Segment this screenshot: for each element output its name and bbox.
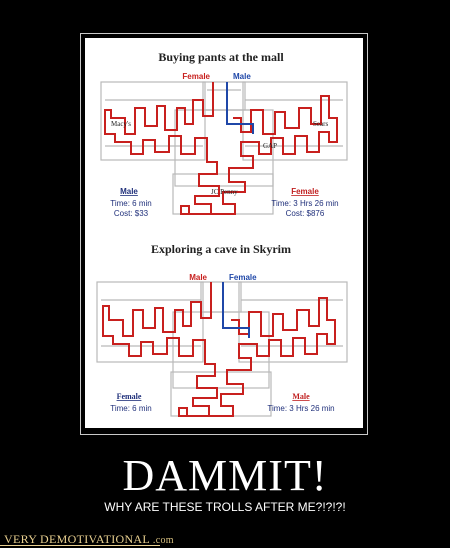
top-right-legend-title: Female	[291, 187, 319, 196]
bottom-label-female: Female	[229, 273, 257, 282]
top-male-path	[226, 82, 254, 134]
bottom-right-legend-title: Male	[292, 392, 310, 401]
bottom-right-legend-time: Time: 3 Hrs 26 min	[267, 404, 334, 413]
bottom-male-path	[102, 282, 336, 417]
top-left-legend-title: Male	[120, 187, 138, 196]
top-store-macys: Macy's	[111, 120, 131, 128]
top-female-path	[104, 82, 338, 215]
brand-logo[interactable]: VERY DEMOTIVATIONAL .com	[4, 532, 174, 547]
top-heading: Buying pants at the mall	[158, 50, 284, 64]
diagram-panel: Buying pants at the mall Female Male Mac…	[85, 38, 363, 428]
poster-title: DAMMIT!	[122, 451, 328, 500]
bottom-female-path	[222, 282, 250, 338]
bottom-left-legend-title: Female	[117, 392, 142, 401]
top-right-legend-cost: Cost: $876	[286, 209, 325, 218]
top-label-male: Male	[233, 72, 251, 81]
diagram-svg: Buying pants at the mall Female Male Mac…	[96, 50, 348, 417]
poster-subtitle: WHY ARE THESE TROLLS AFTER ME?!?!?!	[104, 500, 346, 514]
top-store-sears: Sears	[313, 120, 328, 128]
top-right-legend-time: Time: 3 Hrs 26 min	[271, 199, 338, 208]
brand-underline	[0, 545, 160, 546]
brand-name: VERY DEMOTIVATIONAL	[4, 532, 150, 546]
bottom-left-legend-time: Time: 6 min	[110, 404, 152, 413]
bottom-label-male: Male	[189, 273, 207, 282]
top-label-female: Female	[182, 72, 210, 81]
top-store-jcpenny: JC Penny	[211, 188, 238, 196]
bottom-heading: Exploring a cave in Skyrim	[151, 242, 291, 256]
top-left-legend-cost: Cost: $33	[114, 209, 149, 218]
top-store-gap: GAP	[263, 142, 277, 150]
top-left-legend-time: Time: 6 min	[110, 199, 152, 208]
brand-suffix: .com	[152, 535, 174, 546]
